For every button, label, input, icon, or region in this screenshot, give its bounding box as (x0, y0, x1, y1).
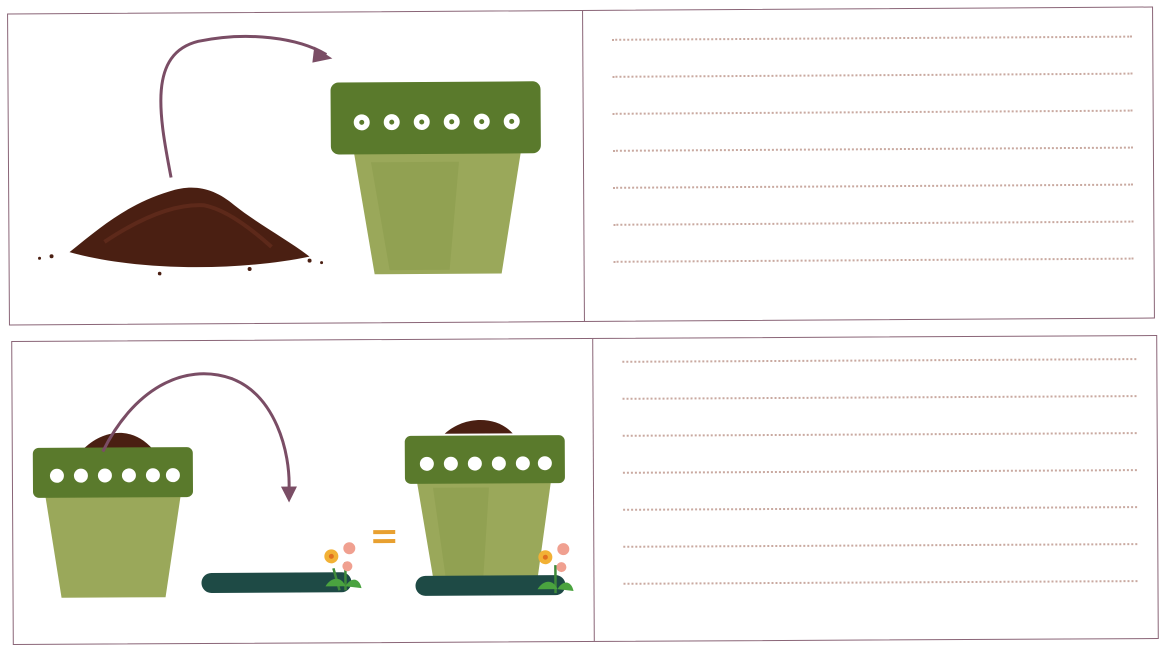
equals-sign-icon (373, 530, 395, 543)
soil-filled-pot-icon (33, 433, 194, 598)
writing-line[interactable] (623, 506, 1137, 511)
writing-line[interactable] (613, 147, 1133, 152)
writing-line[interactable] (623, 432, 1137, 437)
writing-line[interactable] (612, 73, 1132, 78)
writing-area-step-1[interactable] (584, 8, 1154, 321)
soil-pile-icon (38, 187, 324, 276)
writing-line[interactable] (622, 358, 1136, 363)
curved-arrow-icon (160, 36, 333, 178)
worksheet-row-step-1 (7, 7, 1155, 326)
flowers-icon (324, 542, 361, 590)
pot-with-tray-icon (405, 420, 574, 596)
illustration-step-2 (12, 339, 594, 644)
writing-line[interactable] (623, 395, 1137, 400)
writing-area-step-2[interactable] (594, 336, 1158, 641)
writing-line[interactable] (614, 258, 1134, 263)
writing-line[interactable] (613, 110, 1133, 115)
illustration-step-1 (8, 11, 584, 325)
flower-pot-icon (330, 81, 541, 274)
writing-line[interactable] (613, 184, 1133, 189)
writing-line[interactable] (623, 543, 1137, 548)
worksheet-row-step-2 (11, 335, 1159, 645)
writing-line[interactable] (612, 36, 1132, 41)
writing-line[interactable] (613, 221, 1133, 226)
writing-line[interactable] (623, 469, 1137, 474)
writing-line[interactable] (623, 580, 1137, 585)
